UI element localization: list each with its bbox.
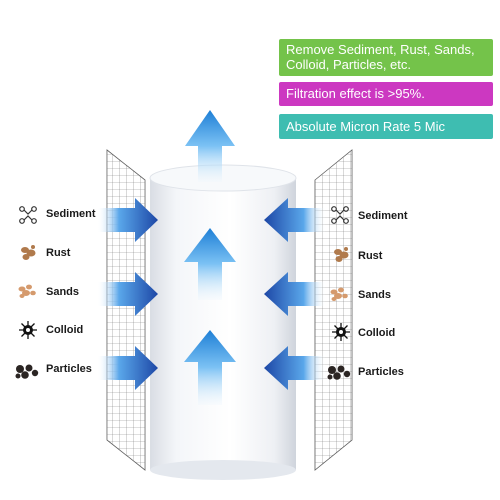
particles-icon <box>14 361 40 381</box>
up-arrow-middle <box>184 228 236 300</box>
left-label-rust: Rust <box>46 247 71 259</box>
left-label-colloid: Colloid <box>46 324 84 336</box>
benefit-line-2: Colloid, Particles, etc. <box>286 57 411 72</box>
colloid-icon <box>18 320 38 340</box>
right-inflow-arrows <box>264 198 325 390</box>
rust-icon <box>331 244 351 264</box>
left-label-sands: Sands <box>46 286 80 298</box>
right-label-sediment: Sediment <box>358 210 408 222</box>
rust-icon <box>18 242 38 262</box>
particles-icon <box>326 362 352 382</box>
left-label-particles: Particles <box>46 363 92 375</box>
benefit-badge-filtration: Filtration effect is >95%. <box>279 82 493 106</box>
right-label-colloid: Colloid <box>358 327 396 339</box>
benefit-badge-micron: Absolute Micron Rate 5 Mic <box>279 114 493 139</box>
sands-icon <box>17 281 37 301</box>
up-arrow-bottom <box>184 330 236 405</box>
sediment-icon <box>330 205 350 225</box>
left-inflow-arrows <box>98 198 158 390</box>
benefit-badge-remove: Remove Sediment, Rust, Sands, Colloid, P… <box>279 39 493 76</box>
right-mesh <box>314 149 353 471</box>
sediment-icon <box>18 205 38 225</box>
filtration-text: Filtration effect is >95%. <box>286 86 425 101</box>
colloid-icon <box>331 322 351 342</box>
sands-icon <box>329 284 349 304</box>
right-label-rust: Rust <box>358 250 383 262</box>
right-label-sands: Sands <box>358 289 392 301</box>
filter-cartridge <box>149 164 297 480</box>
left-label-sediment: Sediment <box>46 208 96 220</box>
right-label-particles: Particles <box>358 366 404 378</box>
micron-text: Absolute Micron Rate 5 Mic <box>286 119 445 134</box>
benefit-line-1: Remove Sediment, Rust, Sands, <box>286 42 475 57</box>
up-arrow-top <box>185 110 235 182</box>
